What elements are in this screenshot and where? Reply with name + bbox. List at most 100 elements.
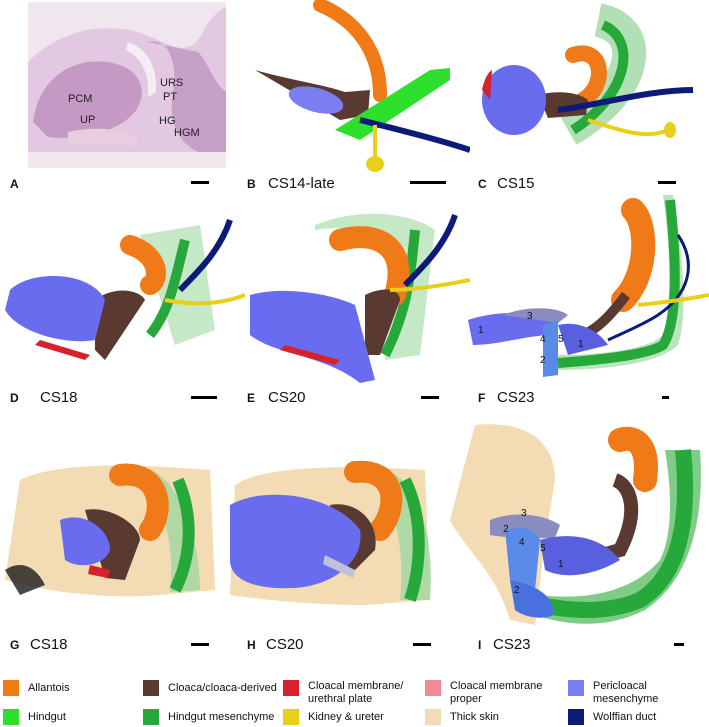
legend-item-allantois: Allantois	[3, 680, 70, 696]
pericloacal-1	[468, 313, 558, 345]
number-f-3: 3	[527, 311, 533, 322]
legend-swatch	[143, 680, 159, 696]
legend-item-kidney-ureter: Kidney & ureter	[283, 709, 384, 725]
number-f-1a: 1	[478, 325, 484, 336]
panel-g-model	[0, 460, 225, 600]
pericloacal-2	[543, 320, 558, 377]
stage-label-e: CS20	[268, 389, 306, 406]
panel-letter-f: F	[478, 391, 486, 405]
stage-label-d: CS18	[40, 389, 78, 406]
shadow-shape	[5, 565, 45, 595]
panel-b-model	[250, 0, 470, 175]
label-pcm: PCM	[68, 93, 93, 105]
panel-letter-a: A	[10, 177, 19, 191]
panel-d-model	[0, 210, 245, 380]
number-f-1b: 1	[578, 339, 584, 350]
hindgut-shape	[538, 449, 694, 618]
urethral-plate-shape	[280, 345, 340, 365]
number-i-4: 4	[519, 537, 525, 548]
hindgut-shape	[557, 199, 680, 368]
wolffian-shape	[402, 214, 458, 288]
number-i-2a: 2	[503, 524, 509, 535]
label-urs: URS	[160, 77, 184, 89]
kidney-shape	[664, 122, 676, 138]
scale-bar-a	[191, 181, 209, 184]
urethral-plate-shape	[482, 70, 492, 100]
scale-bar-e	[421, 396, 439, 399]
allantois-shape	[313, 0, 387, 102]
legend-swatch	[3, 680, 19, 696]
legend-label: Allantois	[28, 682, 70, 694]
legend-swatch	[283, 680, 299, 696]
number-i-5: 5	[540, 543, 546, 554]
hindgut-shape	[399, 477, 425, 602]
legend-swatch	[425, 709, 441, 725]
cloaca-shape	[95, 290, 145, 360]
number-f-4: 4	[540, 334, 546, 345]
hindgut-shape	[146, 238, 190, 339]
ureter-shape	[637, 293, 709, 307]
panel-letter-i: I	[478, 638, 482, 652]
wolffian-shape	[177, 219, 233, 293]
legend-swatch	[3, 709, 19, 725]
panel-letter-g: G	[10, 638, 20, 652]
wolffian-shape	[359, 117, 470, 153]
panel-a-histology	[28, 2, 226, 168]
legend-swatch	[143, 709, 159, 725]
stage-label-h: CS20	[266, 636, 304, 653]
number-i-3: 3	[521, 508, 527, 519]
panel-letter-d: D	[10, 391, 19, 405]
scale-bar-g	[191, 643, 209, 646]
legend-item-hindgut-mesenchyme: Hindgut mesenchyme	[143, 709, 274, 725]
label-pt: PT	[163, 91, 178, 103]
cloaca-shape	[583, 473, 639, 567]
legend-label: Hindgut mesenchyme	[168, 711, 275, 723]
legend-item-hindgut: Hindgut	[3, 709, 66, 725]
legend-item-urethral-plate: Cloacal membrane/ urethral plate	[283, 680, 403, 706]
legend-item-thick-skin: Thick skin	[425, 709, 499, 725]
legend-item-cloacal-membrane: Cloacal membrane proper	[425, 680, 542, 706]
legend-item-pericloacal: Pericloacal mesenchyme	[568, 680, 658, 706]
urethral-plate-shape	[35, 340, 90, 360]
number-f-2: 2	[540, 355, 546, 366]
legend-label: Wolffian duct	[593, 711, 657, 723]
pericloacal-shape	[5, 276, 105, 342]
stage-label-g: CS18	[30, 636, 68, 653]
legend-swatch	[568, 709, 584, 725]
stage-label-f: CS23	[497, 389, 535, 406]
legend-swatch	[425, 680, 441, 696]
wolffian-shape	[557, 87, 694, 113]
cloaca-shape	[365, 289, 400, 355]
hindgut-shape	[169, 477, 195, 593]
legend-label: Hindgut	[28, 711, 66, 723]
legend: Allantois Cloaca/cloaca-derived Cloacal …	[0, 676, 709, 727]
stage-label-i: CS23	[493, 636, 531, 653]
ureter-shape	[389, 278, 470, 292]
kidney-shape	[366, 156, 384, 172]
allantois-shape	[344, 460, 403, 541]
pericloacal-shape	[482, 65, 546, 135]
legend-item-cloaca: Cloaca/cloaca-derived	[143, 680, 277, 696]
scale-bar-h	[413, 643, 431, 646]
pericloacal-1	[540, 536, 620, 576]
number-i-2b: 2	[514, 585, 520, 596]
label-up: UP	[80, 114, 96, 126]
panel-letter-e: E	[247, 391, 256, 405]
panel-letter-h: H	[247, 638, 256, 652]
pericloacal-5	[558, 323, 608, 355]
scale-bar-b	[410, 181, 446, 184]
legend-swatch	[283, 709, 299, 725]
stage-label-c: CS15	[497, 175, 535, 192]
panel-letter-b: B	[247, 177, 256, 191]
hindgut-shape	[380, 229, 420, 358]
legend-label: Cloacal membrane/ urethral plate	[308, 680, 404, 705]
panel-i-model	[445, 420, 709, 630]
pericloacal-3	[503, 308, 568, 323]
allantois-shape	[120, 235, 166, 295]
legend-label: Kidney & ureter	[308, 711, 384, 723]
legend-label: Pericloacal mesenchyme	[593, 680, 659, 705]
pericloacal-shape	[288, 86, 344, 114]
scale-bar-c	[658, 181, 676, 184]
panel-e-model	[245, 205, 470, 385]
hindgut-shape	[570, 20, 629, 135]
